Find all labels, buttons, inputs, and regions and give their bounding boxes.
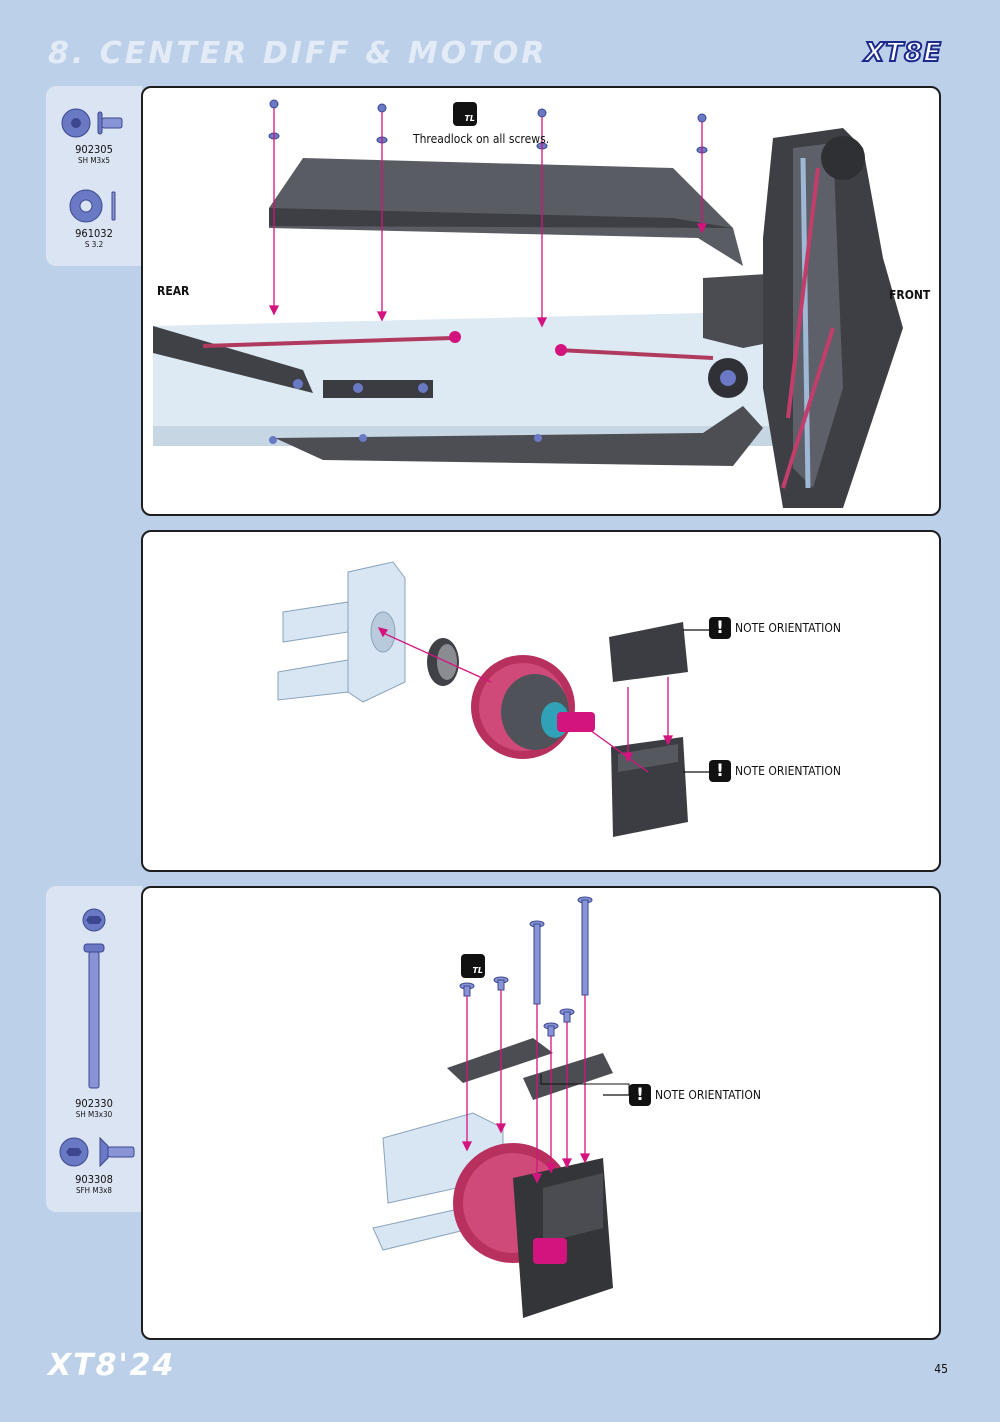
- step-3-illustration: [372, 896, 631, 1318]
- part-903308: 903308 SFH M3x8: [46, 1134, 142, 1195]
- part-961032: 961032 S 3.2: [46, 188, 142, 249]
- note-orientation: NOTE ORIENTATION: [655, 1088, 761, 1102]
- note-orientation-upper: NOTE ORIENTATION: [735, 621, 841, 635]
- long-screw-icon: [82, 908, 106, 1089]
- part-size: SFH M3x8: [75, 1186, 113, 1195]
- rear-label: REAR: [157, 284, 190, 298]
- warning-icon: !: [709, 760, 731, 782]
- part-code: 903308: [75, 1173, 113, 1186]
- step-1-panel: TL Threadlock on all screws. REAR FRONT: [141, 86, 941, 516]
- front-label: FRONT: [889, 288, 931, 302]
- parts-column-step1: 902305 SH M3x5 961032 S 3.2: [46, 86, 142, 266]
- part-code: 961032: [75, 227, 113, 240]
- part-size: SH M3x30: [75, 1110, 113, 1119]
- button-head-screw-icon: [61, 108, 123, 138]
- warning-icon: !: [709, 617, 731, 639]
- part-size: S 3.2: [84, 240, 104, 249]
- page-number: 45: [934, 1362, 948, 1376]
- parts-column-step3: 902330 SH M3x30 903308 SFH M3x8: [46, 886, 142, 1212]
- threadlock-icon: TL: [453, 102, 477, 126]
- part-code: 902305: [75, 143, 113, 156]
- part-code: 902330: [75, 1097, 113, 1110]
- step-3-panel: TL ! NOTE ORIENTATION: [141, 886, 941, 1340]
- note-orientation-lower: NOTE ORIENTATION: [735, 764, 841, 778]
- threadlock-icon: TL: [461, 954, 485, 978]
- brand-logo-top: XT8E: [863, 37, 942, 69]
- part-size: SH M3x5: [78, 156, 110, 165]
- flat-head-screw-icon: [59, 1136, 135, 1168]
- threadlock-note: Threadlock on all screws.: [413, 132, 550, 146]
- brand-logo-bottom: XT8'24: [48, 1348, 176, 1383]
- section-title: 8. CENTER DIFF & MOTOR: [48, 36, 548, 71]
- part-902305: 902305 SH M3x5: [46, 106, 142, 165]
- step-2-panel: ! NOTE ORIENTATION ! NOTE ORIENTATION: [141, 530, 941, 872]
- washer-icon: [69, 189, 116, 223]
- warning-icon: !: [629, 1084, 651, 1106]
- step-2-illustration: [277, 561, 711, 837]
- step-1-illustration: [153, 99, 903, 508]
- part-902330: 902330 SH M3x30: [46, 904, 142, 1119]
